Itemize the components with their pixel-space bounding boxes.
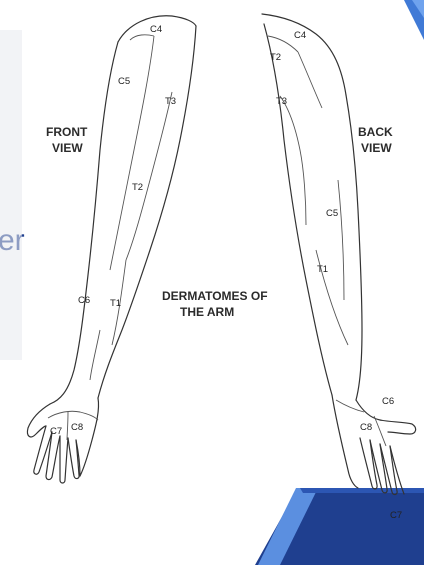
front-dermatome-labels: C4 C5 T3 T2 C6 T1 C7 C8 [50,24,176,437]
front-view-label: FRONT VIEW [46,125,88,155]
front-arm-outline [27,16,196,483]
front-label-c8: C8 [71,422,83,433]
slide-corner-decoration-bottom [255,488,424,565]
diagram-title-line2: THE ARM [180,305,234,319]
diagram-shadow [0,30,22,360]
front-label-t2: T2 [132,182,143,193]
front-label-c6: C6 [78,295,90,306]
front-label-c4: C4 [150,24,162,35]
front-label-c7: C7 [50,426,62,437]
back-label-c6: C6 [382,396,394,407]
back-view-line1: BACK [358,125,393,139]
back-dermatome-labels: C4 T2 T3 C5 T1 C6 C8 C7 [270,30,402,521]
back-label-t1: T1 [317,264,328,275]
back-view-line2: VIEW [361,141,392,155]
front-label-t3: T3 [165,96,176,107]
back-label-t2: T2 [270,52,281,63]
back-view-label: BACK VIEW [358,125,393,155]
diagram-title-line1: DERMATOMES OF [162,289,268,303]
front-label-c5: C5 [118,76,130,87]
back-label-t3: T3 [276,96,287,107]
slide-corner-decoration-top [404,0,424,40]
back-label-c8: C8 [360,422,372,433]
front-view-line1: FRONT [46,125,88,139]
back-label-c7: C7 [390,510,402,521]
back-label-c5: C5 [326,208,338,219]
front-label-t1: T1 [110,298,121,309]
back-label-c4: C4 [294,30,306,41]
front-view-line2: VIEW [52,141,83,155]
back-arm-outline [262,14,416,495]
diagram-title: DERMATOMES OF THE ARM [162,289,268,319]
